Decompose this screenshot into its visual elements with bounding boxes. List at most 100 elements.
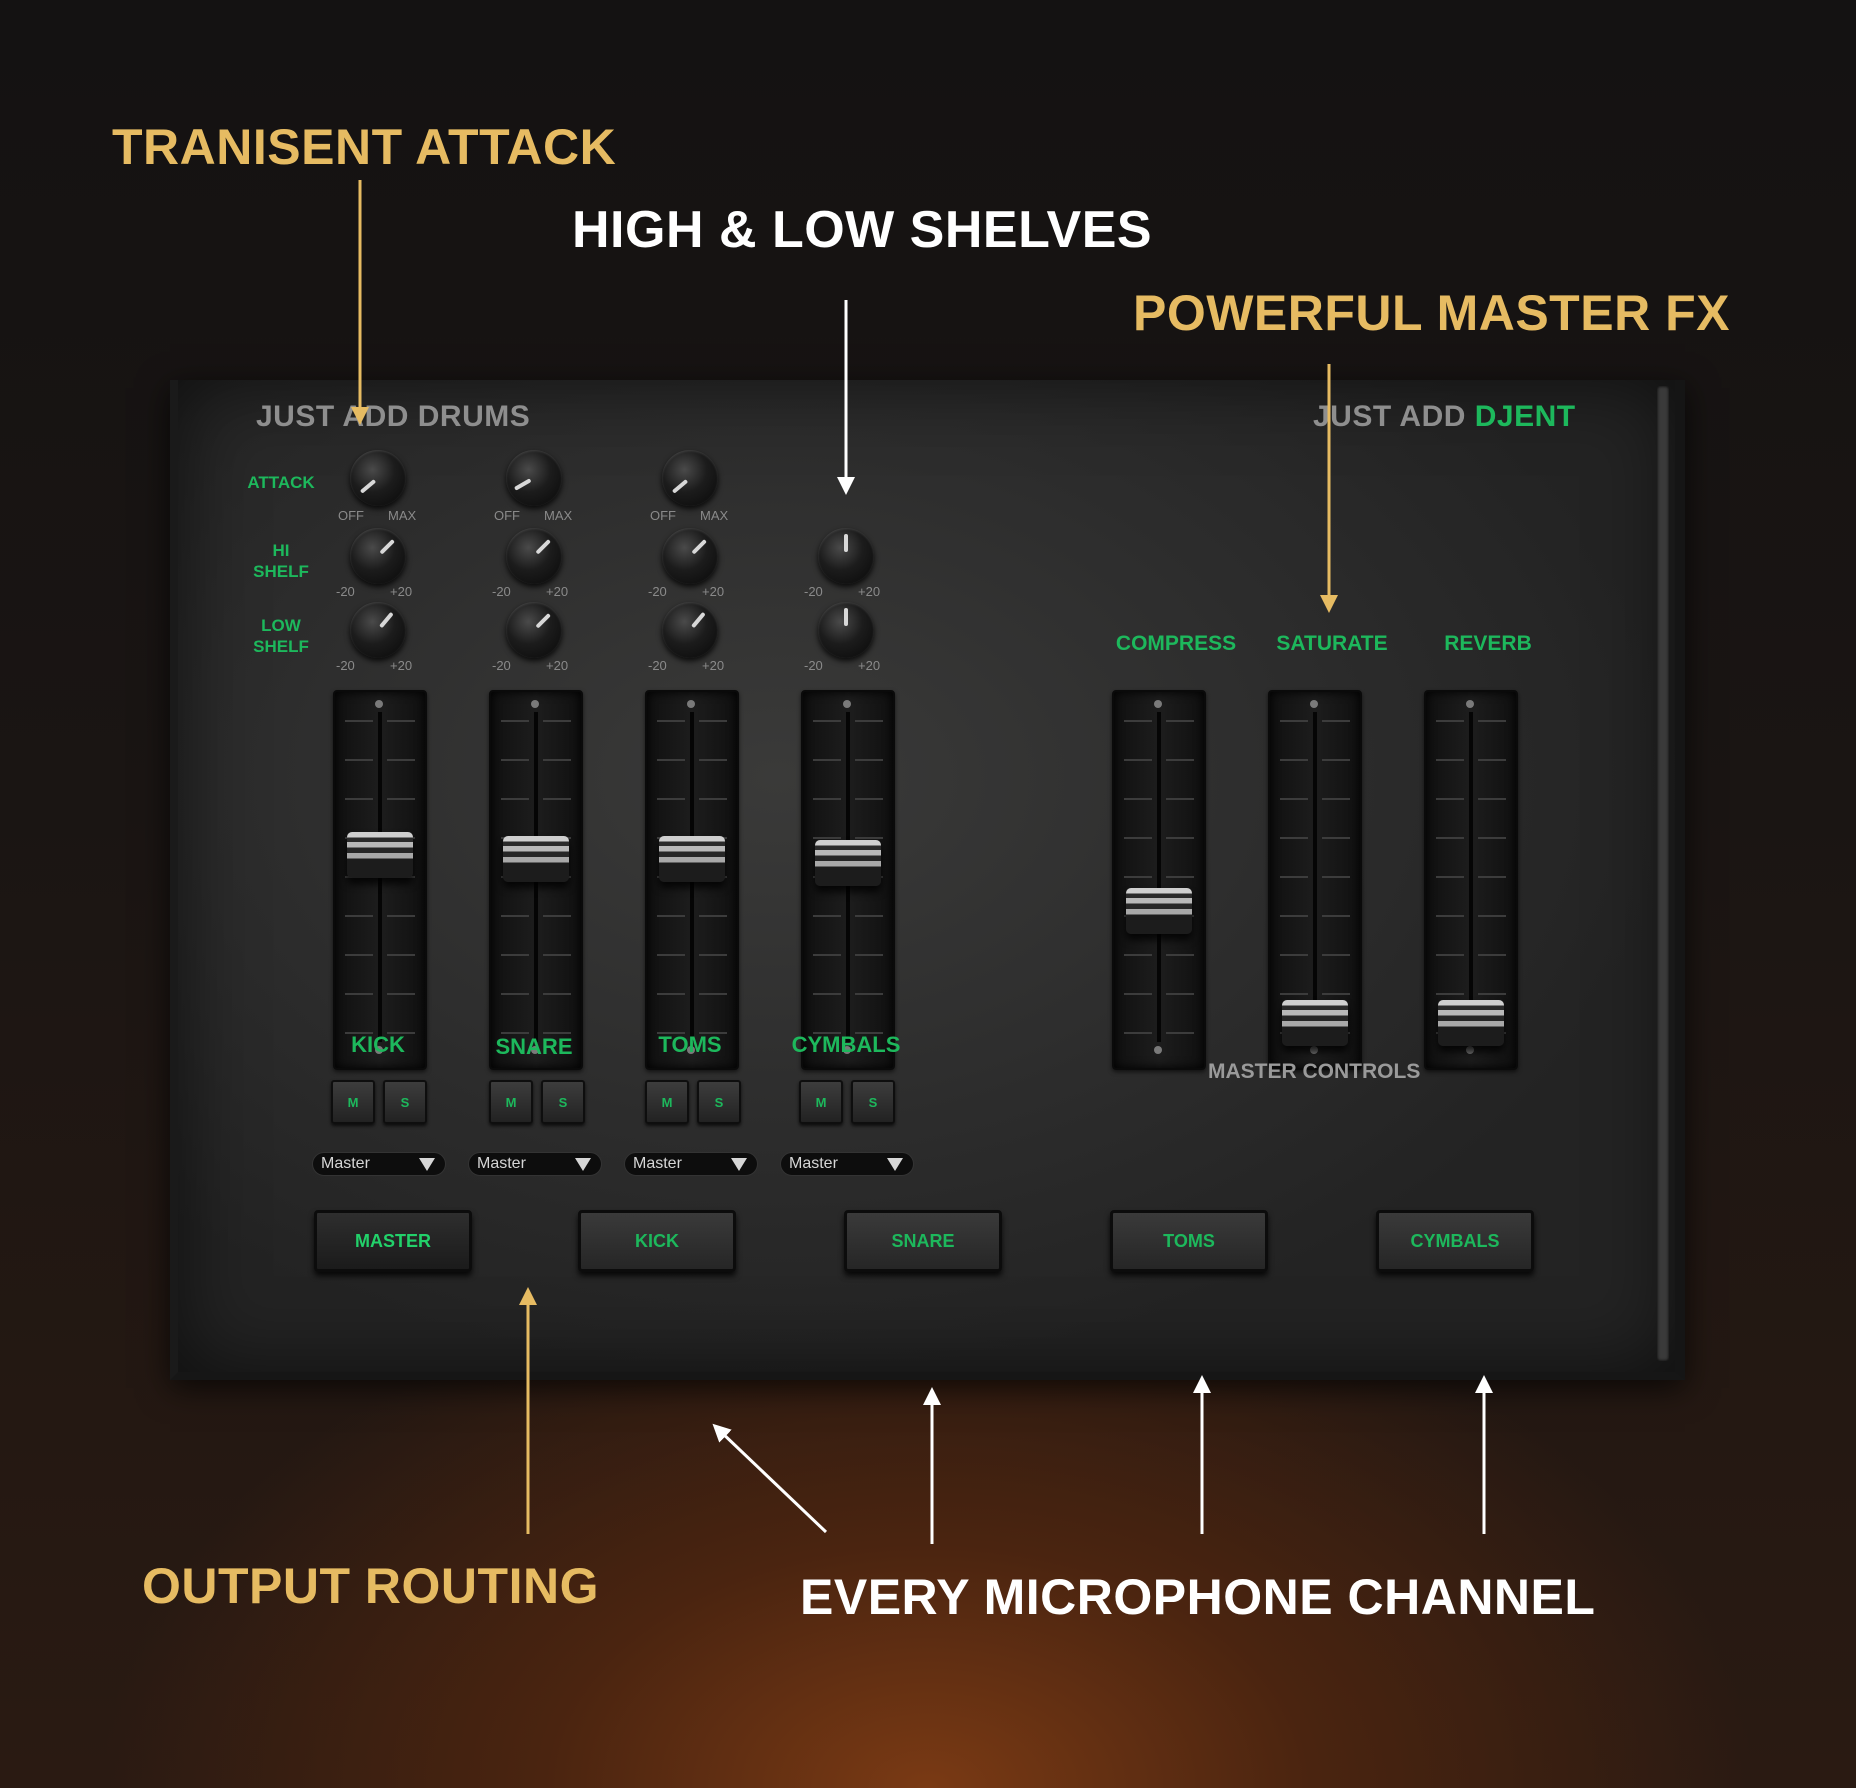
snare-low-shelf-min-label: -20 xyxy=(492,658,511,673)
channel-label-toms: TOMS xyxy=(658,1032,722,1057)
screw-icon xyxy=(1310,1046,1318,1054)
fader-tick xyxy=(345,759,373,761)
fader-tick xyxy=(1436,876,1464,878)
saturate-fader[interactable] xyxy=(1268,690,1362,1070)
fader-tick xyxy=(1166,837,1194,839)
output-tab-toms[interactable]: TOMS xyxy=(1110,1210,1268,1272)
fader-tick xyxy=(501,954,529,956)
fader-cap[interactable] xyxy=(1438,1000,1504,1046)
screw-icon xyxy=(1466,1046,1474,1054)
master-fx-label-reverb: REVERB xyxy=(1444,632,1532,655)
fader-tick xyxy=(699,915,727,917)
channel-label-kick: KICK xyxy=(351,1032,405,1057)
snare-attack-max-label: MAX xyxy=(544,508,573,523)
brand-right-prefix: JUST ADD xyxy=(1313,400,1466,433)
toms-output-select[interactable]: Master xyxy=(624,1152,758,1176)
cymbals-hi-shelf-knob[interactable] xyxy=(818,528,874,584)
snare-output-select[interactable]: Master xyxy=(468,1152,602,1176)
fader-tick xyxy=(543,915,571,917)
snare-attack-knob[interactable] xyxy=(506,450,562,506)
screw-icon xyxy=(1154,700,1162,708)
fader-tick xyxy=(813,954,841,956)
fader-cap[interactable] xyxy=(347,832,413,878)
kick-volume-fader[interactable] xyxy=(333,690,427,1070)
toms-attack-max-label: MAX xyxy=(700,508,729,523)
toms-solo-button[interactable]: S xyxy=(697,1080,741,1124)
kick-attack-knob[interactable] xyxy=(350,450,406,506)
toms-attack-knob[interactable] xyxy=(662,450,718,506)
screw-icon xyxy=(531,1046,539,1054)
snare-hi-shelf-knob[interactable] xyxy=(506,528,562,584)
reverb-fader[interactable] xyxy=(1424,690,1518,1070)
fader-tick xyxy=(387,720,415,722)
fader-cap[interactable] xyxy=(1282,1000,1348,1046)
snare-attack-off-label: OFF xyxy=(494,508,520,523)
fader-tick xyxy=(1280,720,1308,722)
screw-icon xyxy=(687,1046,695,1054)
output-tab-master[interactable]: MASTER xyxy=(314,1210,472,1272)
fader-tick xyxy=(1280,759,1308,761)
fader-tick xyxy=(813,993,841,995)
kick-attack-max-label: MAX xyxy=(388,508,417,523)
snare-mute-button[interactable]: M xyxy=(489,1080,533,1124)
toms-low-shelf-knob[interactable] xyxy=(662,602,718,658)
fader-tick xyxy=(1436,837,1464,839)
compress-fader[interactable] xyxy=(1112,690,1206,1070)
kick-output-select[interactable]: Master xyxy=(312,1152,446,1176)
fader-tick xyxy=(1436,993,1464,995)
panel-scrollbar[interactable] xyxy=(1657,386,1669,1361)
fader-tick xyxy=(387,759,415,761)
output-tab-cymbals[interactable]: CYMBALS xyxy=(1376,1210,1534,1272)
cymbals-volume-fader[interactable] xyxy=(801,690,895,1070)
row-label-low: LOW xyxy=(261,616,301,635)
fader-tick xyxy=(699,1032,727,1034)
cymbals-mute-button[interactable]: M xyxy=(799,1080,843,1124)
kick-attack-off-label: OFF xyxy=(338,508,364,523)
fader-cap[interactable] xyxy=(659,836,725,882)
cymbals-output-select[interactable]: Master xyxy=(780,1152,914,1176)
chevron-down-icon xyxy=(887,1158,903,1171)
output-tab-snare[interactable]: SNARE xyxy=(844,1210,1002,1272)
kick-mute-button[interactable]: M xyxy=(331,1080,375,1124)
fader-cap[interactable] xyxy=(1126,888,1192,934)
fader-tick xyxy=(813,759,841,761)
fader-tick xyxy=(501,993,529,995)
kick-hi-shelf-knob[interactable] xyxy=(350,528,406,584)
toms-hi-shelf-knob[interactable] xyxy=(662,528,718,584)
master-fx-label-saturate: SATURATE xyxy=(1276,632,1388,655)
fader-tick xyxy=(1322,915,1350,917)
arrow-mic-channel-kick xyxy=(712,1423,828,1534)
fader-track xyxy=(1313,712,1317,1042)
toms-volume-fader[interactable] xyxy=(645,690,739,1070)
fader-tick xyxy=(1124,954,1152,956)
knob-indicator xyxy=(535,613,551,629)
master-controls-title: MASTER CONTROLS xyxy=(1208,1060,1421,1083)
fader-tick xyxy=(1478,798,1506,800)
fader-tick xyxy=(699,798,727,800)
kick-solo-button[interactable]: S xyxy=(383,1080,427,1124)
fader-tick xyxy=(855,798,883,800)
fader-tick xyxy=(1322,720,1350,722)
fader-tick xyxy=(657,954,685,956)
cymbals-low-shelf-min-label: -20 xyxy=(804,658,823,673)
kick-low-shelf-knob[interactable] xyxy=(350,602,406,658)
toms-mute-button[interactable]: M xyxy=(645,1080,689,1124)
cymbals-solo-button[interactable]: S xyxy=(851,1080,895,1124)
fader-tick xyxy=(855,993,883,995)
toms-low-shelf-min-label: -20 xyxy=(648,658,667,673)
fader-tick xyxy=(1124,759,1152,761)
cymbals-low-shelf-knob[interactable] xyxy=(818,602,874,658)
fader-tick xyxy=(1166,720,1194,722)
fader-tick xyxy=(1478,720,1506,722)
row-label-low-shelf: LOW SHELF xyxy=(236,615,326,657)
output-tab-kick[interactable]: KICK xyxy=(578,1210,736,1272)
fader-cap[interactable] xyxy=(503,836,569,882)
cymbals-low-shelf-max-label: +20 xyxy=(858,658,881,673)
snare-volume-fader[interactable] xyxy=(489,690,583,1070)
fader-tick xyxy=(1322,798,1350,800)
knob-indicator xyxy=(359,479,377,494)
snare-low-shelf-knob[interactable] xyxy=(506,602,562,658)
snare-solo-button[interactable]: S xyxy=(541,1080,585,1124)
channel-label-cymbals: CYMBALS xyxy=(791,1032,901,1057)
fader-cap[interactable] xyxy=(815,840,881,886)
